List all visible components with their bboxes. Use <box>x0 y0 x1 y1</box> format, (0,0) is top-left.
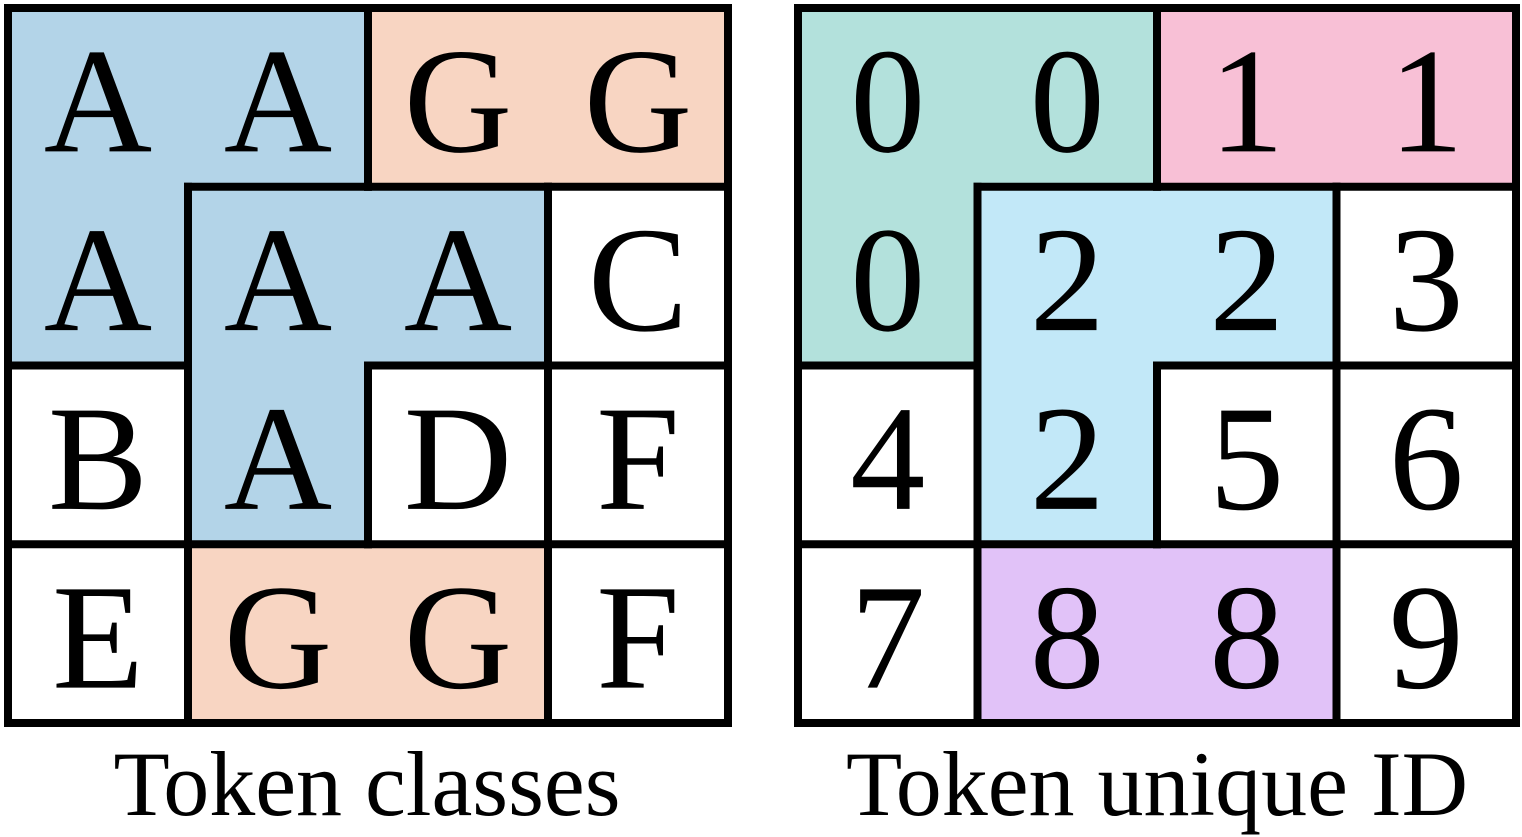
group-1-cell-fill <box>1336 8 1517 188</box>
cell-label-r1-c3: C <box>588 197 688 363</box>
group-1-cell-fill <box>1157 8 1337 188</box>
cell-label-r0-c0: A <box>44 18 152 184</box>
token-unique-id-caption: Token unique ID <box>846 733 1468 835</box>
group-0-cell-fill <box>8 186 189 366</box>
group-6-cell-fill <box>1157 365 1337 545</box>
group-2-cell-fill <box>977 365 1158 545</box>
cell-label-r3-c0: 7 <box>850 555 925 721</box>
group-5-cell-fill <box>8 365 189 545</box>
cell-label-r2-c0: B <box>48 376 148 542</box>
cell-label-r0-c1: A <box>224 18 332 184</box>
group-3-cell-fill <box>1157 544 1337 724</box>
group-9-cell-fill <box>548 544 729 724</box>
cell-label-r2-c2: 5 <box>1209 376 1284 542</box>
cell-label-r3-c0: E <box>52 555 144 721</box>
cell-label-r0-c2: 1 <box>1209 18 1284 184</box>
cell-label-r1-c0: 0 <box>850 197 925 363</box>
group-4-cell-fill <box>1336 186 1517 366</box>
cell-label-r1-c3: 3 <box>1389 197 1464 363</box>
cell-label-r3-c2: 8 <box>1209 555 1284 721</box>
group-0-cell-fill <box>798 186 978 366</box>
group-5-cell-fill <box>798 365 978 545</box>
cell-label-r3-c1: G <box>224 555 332 721</box>
group-1-cell-fill <box>368 8 549 188</box>
group-8-cell-fill <box>798 544 978 724</box>
group-1-cell-fill <box>548 8 729 188</box>
cell-label-r0-c3: 1 <box>1389 18 1464 184</box>
group-0-cell-fill <box>188 8 369 188</box>
cell-label-r0-c2: G <box>404 18 512 184</box>
cell-label-r1-c0: A <box>44 197 152 363</box>
cell-label-r0-c3: G <box>584 18 692 184</box>
group-9-cell-fill <box>1336 544 1517 724</box>
cell-label-r1-c1: 2 <box>1030 197 1105 363</box>
group-2-cell-fill <box>188 365 369 545</box>
cell-label-r2-c2: D <box>404 376 512 542</box>
group-7-cell-fill <box>548 365 729 545</box>
group-3-cell-fill <box>188 544 369 724</box>
group-4-cell-fill <box>548 186 729 366</box>
group-3-cell-fill <box>977 544 1158 724</box>
cell-label-r0-c0: 0 <box>850 18 925 184</box>
cell-label-r1-c2: A <box>404 197 512 363</box>
cell-label-r2-c1: 2 <box>1030 376 1105 542</box>
cell-label-r0-c1: 0 <box>1030 18 1105 184</box>
cell-label-r2-c3: 6 <box>1389 376 1464 542</box>
group-0-cell-fill <box>977 8 1158 188</box>
group-2-cell-fill <box>1157 186 1337 366</box>
group-0-cell-fill <box>798 8 978 188</box>
group-6-cell-fill <box>368 365 549 545</box>
cell-label-r3-c2: G <box>404 555 512 721</box>
group-0-cell-fill <box>8 8 189 188</box>
group-3-cell-fill <box>368 544 549 724</box>
group-2-cell-fill <box>368 186 549 366</box>
cell-label-r2-c3: F <box>596 376 679 542</box>
cell-label-r2-c0: 4 <box>850 376 925 542</box>
cell-label-r3-c3: F <box>596 555 679 721</box>
cell-label-r1-c1: A <box>224 197 332 363</box>
cell-label-r1-c2: 2 <box>1209 197 1284 363</box>
group-2-cell-fill <box>977 186 1158 366</box>
group-7-cell-fill <box>1336 365 1517 545</box>
cell-label-r3-c1: 8 <box>1030 555 1105 721</box>
cell-label-r3-c3: 9 <box>1389 555 1464 721</box>
cell-label-r2-c1: A <box>224 376 332 542</box>
group-8-cell-fill <box>8 544 189 724</box>
token-classes-caption: Token classes <box>113 733 620 835</box>
group-2-cell-fill <box>188 186 369 366</box>
